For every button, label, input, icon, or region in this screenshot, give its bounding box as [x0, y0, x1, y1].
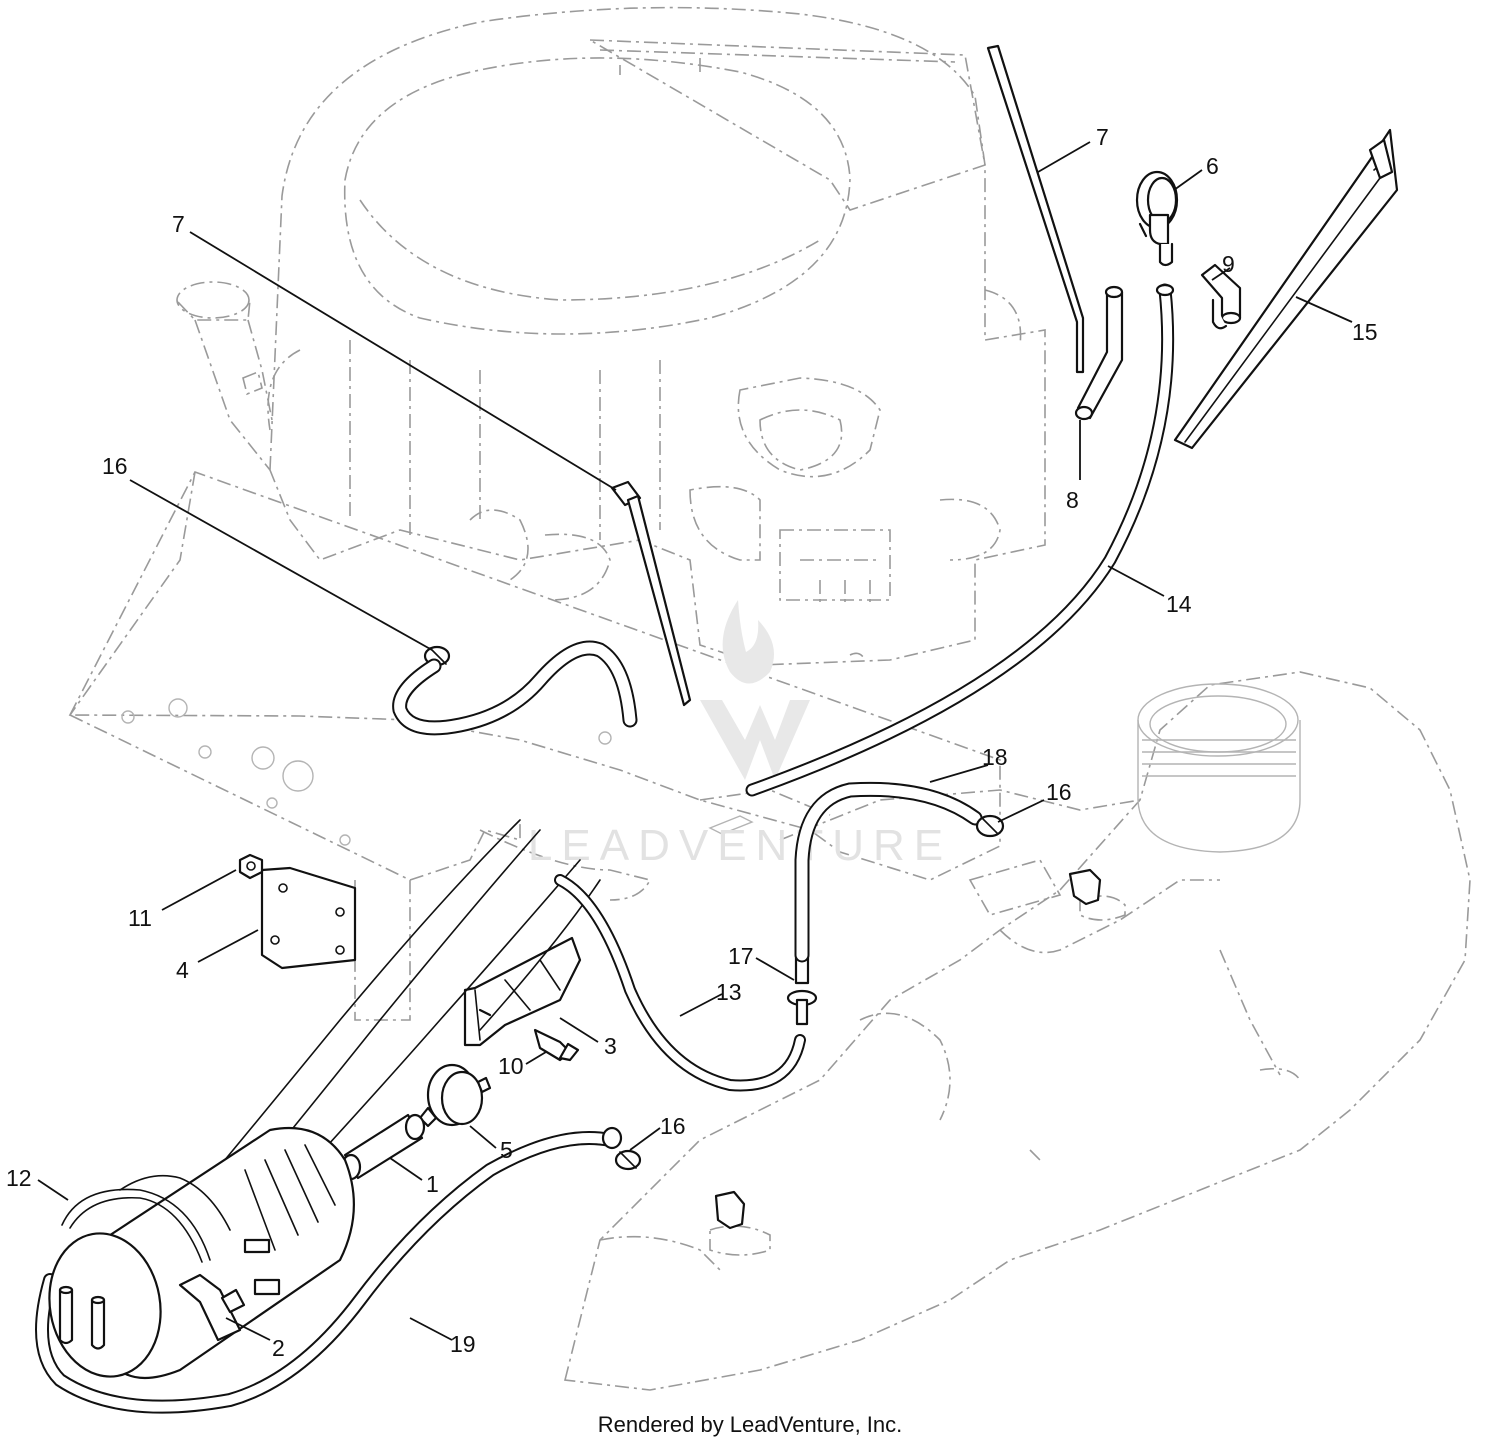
callout-16-bottom: 16 [660, 1113, 686, 1139]
part-16-clamp-tank [975, 814, 1005, 838]
callout-3: 3 [604, 1033, 617, 1059]
part-3-mount-channel [463, 936, 582, 1047]
part-2-bracket [178, 1273, 246, 1342]
part-18-hose [794, 781, 983, 963]
callout-15: 15 [1352, 319, 1378, 345]
callout-4: 4 [176, 957, 189, 983]
part-8-short-hose [1074, 285, 1124, 421]
callout-7-left: 7 [172, 211, 185, 237]
callout-labels: 7 6 9 15 8 14 7 16 18 16 17 13 11 4 3 10… [6, 124, 1378, 1361]
part-13-vapor-hose [554, 874, 806, 1092]
callout-1: 1 [426, 1171, 439, 1197]
part-7-cable-tie [610, 480, 692, 707]
callout-12: 12 [6, 1165, 32, 1191]
part-7-rod [986, 44, 1085, 374]
tank-vent-fitting [1068, 868, 1102, 906]
callout-17: 17 [728, 943, 754, 969]
callout-18: 18 [982, 744, 1008, 770]
fuel-filler-neck [1137, 683, 1301, 853]
fuel-tank-outline [564, 671, 1471, 1391]
render-credit: Rendered by LeadVenture, Inc. [597, 1412, 903, 1437]
callout-2: 2 [272, 1335, 285, 1361]
engine-outline [267, 6, 1046, 666]
part-10-bolt [533, 1028, 580, 1062]
callout-13: 13 [716, 979, 742, 1005]
watermark-text: LEADVENTURE [528, 821, 952, 870]
part-4-bracket [260, 866, 357, 970]
callout-11: 11 [128, 905, 152, 931]
tank-outlet-fitting [714, 1190, 746, 1230]
part-15-strap [1173, 128, 1399, 450]
part-12-canister [48, 1126, 355, 1380]
part-9-elbow-fitting [1200, 263, 1242, 330]
callout-14: 14 [1166, 591, 1192, 617]
part-1-hose-segment [340, 1113, 426, 1181]
callout-16-tank: 16 [1046, 779, 1072, 805]
part-19-hose [35, 1126, 623, 1414]
part-16-clamp-bottom [614, 1149, 642, 1171]
leader-lines [37, 141, 1353, 1341]
part-11-nut [238, 853, 264, 880]
callout-6: 6 [1206, 153, 1219, 179]
callout-19: 19 [450, 1331, 476, 1357]
callout-8: 8 [1066, 487, 1079, 513]
callout-7-upper-right: 7 [1096, 124, 1109, 150]
callout-10: 10 [498, 1053, 524, 1079]
part-5-filter [418, 1063, 492, 1128]
part-14-long-hose [745, 283, 1175, 797]
fuel-line-engine-loop [392, 640, 638, 736]
part-6-vent-cap [1135, 170, 1179, 267]
oil-fill-cap-outline [176, 281, 273, 471]
part-12-strap [61, 1174, 231, 1263]
callout-16-left: 16 [102, 453, 128, 479]
callout-5: 5 [500, 1137, 513, 1163]
part-17-connector [786, 953, 818, 1026]
watermark-logo: LEADVENTURE [528, 600, 952, 870]
callout-9: 9 [1222, 251, 1235, 277]
